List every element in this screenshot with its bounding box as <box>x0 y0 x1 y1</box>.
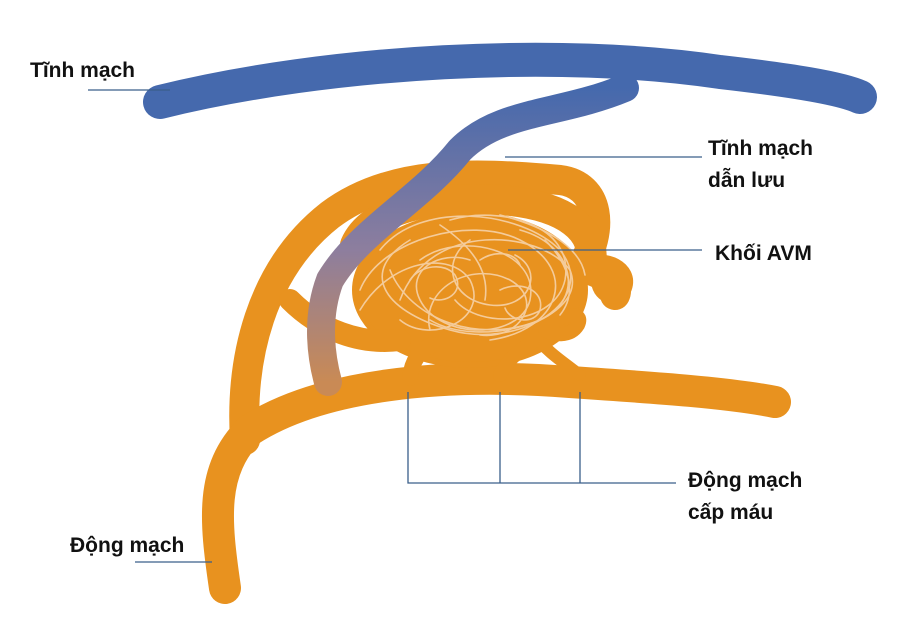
feeder-loop <box>538 308 586 342</box>
vein-group <box>143 42 877 396</box>
feeding-artery-label: Động mạch cấp máu <box>688 465 802 529</box>
avm-nidus-strands <box>359 214 586 341</box>
feeder-artery-3 <box>529 329 586 381</box>
feeder-artery-1 <box>402 337 440 386</box>
feeding-artery-label-line1: Động mạch <box>688 469 803 492</box>
draining-vein-label: Tĩnh mạch dẫn lưu <box>708 133 813 197</box>
feeding-artery-label-line2: cấp máu <box>688 501 774 524</box>
inner-arch-artery <box>279 289 411 352</box>
nidus-side-loop <box>578 254 634 304</box>
vein-label: Tĩnh mạch <box>30 59 136 82</box>
main-artery <box>202 362 791 604</box>
feeding-artery-leader-line <box>407 392 676 484</box>
artery-label: Động mạch <box>70 534 185 557</box>
avm-label: Khối AVM <box>715 242 812 265</box>
draining-vein <box>307 74 639 396</box>
vein <box>143 42 877 119</box>
draining-vein-label-line1: Tĩnh mạch <box>708 137 814 160</box>
leader-lines <box>88 89 702 563</box>
draining-vein-label-line2: dẫn lưu <box>708 169 786 192</box>
outer-arch-artery <box>229 160 611 455</box>
